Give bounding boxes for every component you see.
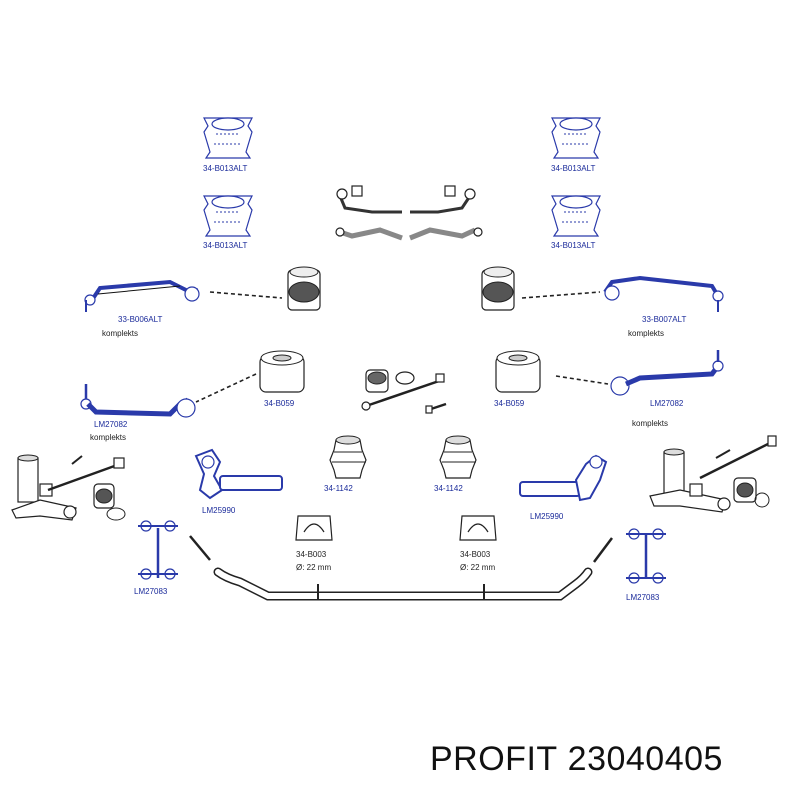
- label-bush-059-right: 34-B059: [494, 399, 525, 408]
- label-sway-bush-left: 34-B003: [296, 550, 327, 559]
- subframe-bushing-mid-right: [551, 195, 601, 237]
- bushing-b059-right: [495, 350, 541, 393]
- dash-line-b059-right: [555, 375, 609, 385]
- label-sway-bush-left-dia: Ø: 22 mm: [296, 563, 331, 572]
- control-arm-lower-right: [610, 350, 724, 396]
- boot-34-1142-left: [329, 435, 367, 479]
- label-link-right: LM27083: [626, 593, 660, 602]
- hub-assembly-right: [649, 435, 777, 513]
- stabilizer-link-left: [138, 520, 178, 580]
- label-sway-bush-right-dia: Ø: 22 mm: [460, 563, 495, 572]
- label-tie-right: LM25990: [530, 512, 564, 521]
- control-arm-upper-left: [84, 279, 200, 312]
- label-bush-mid-left: 34-B013ALT: [203, 241, 247, 250]
- control-arm-upper-right: [603, 275, 724, 312]
- brand-name: PROFIT: [430, 740, 558, 778]
- label-arm-lower-left: LM27082: [94, 420, 128, 429]
- label-bush-top-left: 34-B013ALT: [203, 164, 247, 173]
- center-arm-overview: [335, 185, 483, 241]
- tie-rod-right: [519, 454, 608, 502]
- stabilizer-bar: [189, 535, 613, 601]
- label-boot-right: 34-1142: [434, 484, 463, 493]
- label-arm-upper-right-note: komplekts: [628, 329, 664, 338]
- label-tie-left: LM25990: [202, 506, 236, 515]
- label-sway-bush-right: 34-B003: [460, 550, 491, 559]
- dash-line-upper-left: [209, 291, 283, 299]
- bushing-b059-left: [259, 350, 305, 393]
- stabilizer-link-right: [626, 528, 666, 584]
- label-bush-top-right: 34-B013ALT: [551, 164, 595, 173]
- label-arm-upper-left-note: komplekts: [102, 329, 138, 338]
- label-boot-left: 34-1142: [324, 484, 353, 493]
- sway-bar-bushing-left: [295, 515, 333, 541]
- part-number: 23040405: [567, 740, 723, 778]
- label-link-left: LM27083: [134, 587, 168, 596]
- sway-bar-bushing-right: [459, 515, 497, 541]
- boot-34-1142-right: [439, 435, 477, 479]
- rubber-bushing-upper-right: [481, 266, 515, 311]
- bolt-kit-center: [361, 369, 447, 414]
- subframe-bushing-top-left: [203, 117, 253, 159]
- control-arm-lower-left: [80, 384, 196, 418]
- subframe-bushing-mid-left: [203, 195, 253, 237]
- label-arm-lower-left-note: komplekts: [90, 433, 126, 442]
- hub-assembly-left: [11, 454, 126, 521]
- label-arm-upper-right: 33-B007ALT: [642, 315, 686, 324]
- label-arm-lower-right: LM27082: [650, 399, 684, 408]
- label-arm-upper-left: 33-B006ALT: [118, 315, 162, 324]
- rubber-bushing-upper-left: [287, 266, 321, 311]
- dash-line-b059-left: [195, 373, 257, 403]
- tie-rod-left: [194, 448, 283, 500]
- label-bush-059-left: 34-B059: [264, 399, 295, 408]
- label-arm-lower-right-note: komplekts: [632, 419, 668, 428]
- label-bush-mid-right: 34-B013ALT: [551, 241, 595, 250]
- dash-line-upper-right: [521, 291, 601, 299]
- subframe-bushing-top-right: [551, 117, 601, 159]
